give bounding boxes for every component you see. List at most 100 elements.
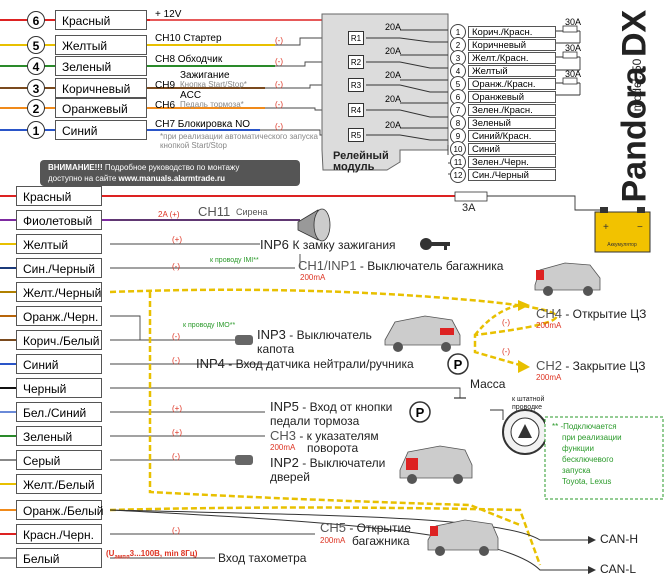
wire-label-green: Зеленый bbox=[55, 56, 147, 76]
main-wire-white-blue: Бел./Синий bbox=[16, 402, 102, 422]
ch5-text1: - Открытие bbox=[346, 521, 411, 535]
ch5-code: CH5 bbox=[320, 520, 347, 535]
pin-3: 3 bbox=[27, 79, 45, 97]
ch3-ma: 200mA bbox=[270, 443, 296, 452]
pol-ch7: (-) bbox=[275, 122, 283, 131]
inp2-text1: - Выключатели bbox=[298, 456, 386, 470]
inp5-pol: (+) bbox=[172, 404, 182, 413]
inp5-code: INP5 bbox=[270, 399, 299, 414]
ch5-pol: (-) bbox=[172, 526, 180, 535]
func-12v: + 12V bbox=[155, 9, 182, 20]
ch2-line: CH2 - Закрытие ЦЗ bbox=[536, 358, 645, 373]
relay-out-num-2: 2 bbox=[450, 37, 466, 53]
ch5-text2: багажника bbox=[352, 534, 410, 548]
ch11-pol: 2A (+) bbox=[158, 210, 180, 219]
pol-ch6: (-) bbox=[275, 100, 283, 109]
relay-r2: R2 bbox=[348, 55, 364, 69]
relay-out-label-8: Зеленый bbox=[468, 117, 556, 129]
ch5-line: CH5 - Открытие bbox=[320, 520, 411, 535]
relay-r3: R3 bbox=[348, 78, 364, 92]
func-ch6-label: CH6 bbox=[155, 100, 176, 111]
main-wire-violet: Фиолетовый bbox=[16, 210, 102, 230]
func-ch8: CH8 Обходчик bbox=[155, 54, 223, 65]
inp6-code: INP6 bbox=[260, 237, 289, 252]
wire-label-blue: Синий bbox=[55, 120, 147, 140]
door-switch-icon bbox=[235, 455, 253, 465]
siren-icon bbox=[297, 208, 331, 242]
inp4-code: INP4 bbox=[196, 356, 225, 371]
pol-ch9: (-) bbox=[275, 80, 283, 89]
relay-out-num-12: 12 bbox=[450, 167, 466, 183]
svg-text:+: + bbox=[603, 222, 609, 233]
ch3-code: CH3 bbox=[270, 428, 297, 443]
svg-text:Аккумулятор: Аккумулятор bbox=[607, 242, 637, 248]
relay-out-label-12: Син./Черный bbox=[468, 169, 556, 181]
inp6-line: INP6 К замку зажигания bbox=[260, 237, 396, 252]
siren-label: Сирена bbox=[236, 207, 268, 217]
main-wire-black: Черный bbox=[16, 378, 102, 398]
relay-out-num-7: 7 bbox=[450, 102, 466, 118]
relay-out-num-3: 3 bbox=[450, 50, 466, 66]
k-shtatnoy-1: к штатной bbox=[512, 396, 545, 403]
inp4-line: INP4 - Вход датчика нейтрали/ручника bbox=[196, 356, 414, 371]
ch3-text2: поворота bbox=[307, 441, 359, 455]
top-note: *при реализации автоматического запуска … bbox=[160, 132, 318, 150]
ch3-pol: (+) bbox=[172, 428, 182, 437]
ch5-ma: 200mA bbox=[320, 536, 346, 545]
main-wire-orange-black: Оранж./Черн. bbox=[16, 306, 102, 326]
side-note-line-4: бесключевого bbox=[562, 455, 614, 464]
inp4-text: - Вход датчика нейтрали/ручника bbox=[224, 357, 414, 371]
main-wire-orange-white: Оранж./Белый bbox=[16, 500, 103, 520]
ch1-line: CH1/INP1 - Выключатель багажника bbox=[298, 258, 503, 273]
wire-label-brown: Коричневый bbox=[55, 78, 147, 98]
k-shtatnoy: к штатной проводке bbox=[512, 396, 544, 412]
side-note-line-3: функции bbox=[562, 444, 594, 453]
tacho-note-2: 3...100В, min 8Гц) bbox=[129, 549, 198, 558]
wire-label-red: Красный bbox=[55, 10, 147, 30]
inp2-pol: (-) bbox=[172, 452, 180, 461]
inp2-code: INP2 bbox=[270, 455, 299, 470]
relay-out-label-2: Коричневый bbox=[468, 39, 556, 51]
ext-fuse-1: 30A bbox=[565, 17, 582, 27]
hood-switch-icon bbox=[235, 335, 253, 345]
ch1-pol: (-) bbox=[172, 262, 180, 271]
ch4-pol: (-) bbox=[502, 318, 510, 327]
pol-ch10: (-) bbox=[275, 36, 283, 45]
inp5-text2: педали тормоза bbox=[270, 414, 360, 428]
main-wire-yellow: Желтый bbox=[16, 234, 102, 254]
side-note-line-2: при реализации bbox=[562, 433, 622, 442]
pin-2: 2 bbox=[27, 99, 45, 117]
relay-out-label-10: Синий bbox=[468, 143, 556, 155]
main-wire-blue-black: Син./Черный bbox=[16, 258, 102, 278]
svg-text:P: P bbox=[416, 405, 425, 420]
relay-out-num-4: 4 bbox=[450, 63, 466, 79]
inp2-line: INP2 - Выключатели bbox=[270, 455, 385, 470]
inp6-text: К замку зажигания bbox=[292, 238, 396, 252]
ch4-text: - Открытие ЦЗ bbox=[562, 307, 647, 321]
main-wire-green: Зеленый bbox=[16, 426, 102, 446]
car-trunk-open-icon bbox=[427, 519, 499, 556]
func-ch9-label: CH9 bbox=[155, 80, 176, 91]
car-trunk-icon bbox=[534, 262, 601, 296]
relay-out-label-5: Оранж./Красн. bbox=[468, 78, 556, 90]
tacho-note-1: (U bbox=[106, 549, 115, 558]
turn-signal-indicator-icon bbox=[490, 409, 548, 455]
brand-logo: Pandora DX model: 50 bbox=[600, 8, 666, 203]
imo-note: к проводу IMO** bbox=[183, 322, 236, 329]
side-note-line-1: ** -Подключается bbox=[552, 422, 617, 431]
func-acc: ACC bbox=[180, 90, 202, 101]
ch3-text1: - к указателям bbox=[296, 429, 379, 443]
ch11-label: CH11 bbox=[198, 204, 231, 219]
ch2-code: CH2 bbox=[536, 358, 563, 373]
wire-label-orange: Оранжевый bbox=[55, 98, 147, 118]
relay-r4: R4 bbox=[348, 103, 364, 117]
ext-fuse-2: 30A bbox=[565, 43, 582, 53]
warning-url[interactable]: www.manuals.alarmtrade.ru bbox=[118, 174, 225, 183]
ch4-ma: 200mA bbox=[536, 321, 562, 330]
func-ignition: Зажигание bbox=[180, 70, 230, 81]
func-ch7: CH7 Блокировка NO bbox=[155, 119, 251, 130]
ch2-text: - Закрытие ЦЗ bbox=[562, 359, 646, 373]
imi-note: к проводу IMI** bbox=[210, 257, 259, 264]
relay-fuse-2: 20A bbox=[385, 46, 402, 56]
